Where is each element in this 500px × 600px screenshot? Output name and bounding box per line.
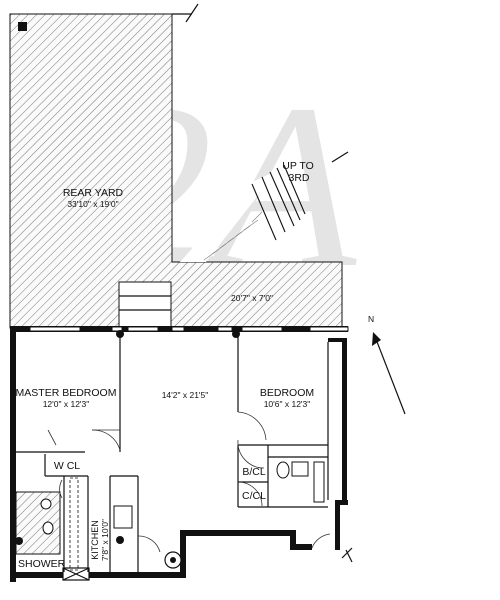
compass-label: N — [368, 314, 374, 324]
stairs-label-line1: UP TO — [282, 160, 314, 172]
kitchen-label: KITCHEN — [90, 520, 100, 560]
deck-dims: 20'7" x 7'0" — [231, 293, 273, 303]
stairs-label-line2: 3RD — [288, 172, 309, 184]
master-bedroom-label: MASTER BEDROOM — [16, 387, 117, 399]
window — [29, 326, 81, 332]
coat-closet-label: C/CL — [242, 490, 266, 502]
window — [127, 326, 159, 332]
north-compass — [372, 332, 406, 415]
bath-closet-label: B/CL — [242, 466, 266, 478]
exterior-stair — [180, 151, 349, 262]
window — [171, 326, 185, 332]
window — [111, 326, 123, 332]
living-dims: 14'2" x 21'5" — [162, 390, 209, 400]
window — [241, 326, 283, 332]
rear-yard-label: REAR YARD — [63, 187, 124, 199]
fixtures — [42, 461, 325, 569]
bedroom-dims: 10'6" x 12'3" — [264, 399, 311, 409]
interior-walls — [15, 330, 329, 572]
kitchen-dims: 7'8" x 10'0" — [100, 519, 110, 561]
shower-stall — [15, 491, 61, 555]
walk-in-closet-label: W CL — [54, 460, 80, 472]
yard-stair-step — [118, 281, 172, 329]
master-bedroom-dims: 12'0" x 12'3" — [43, 399, 90, 409]
bedroom-label: BEDROOM — [260, 387, 314, 399]
building-walls — [10, 326, 353, 582]
rear-yard-dims: 33'10" x 19'0" — [67, 199, 118, 209]
shower-label: SHOWER — [18, 558, 66, 570]
window — [309, 326, 349, 332]
window — [217, 326, 233, 332]
door-swings — [47, 411, 331, 553]
